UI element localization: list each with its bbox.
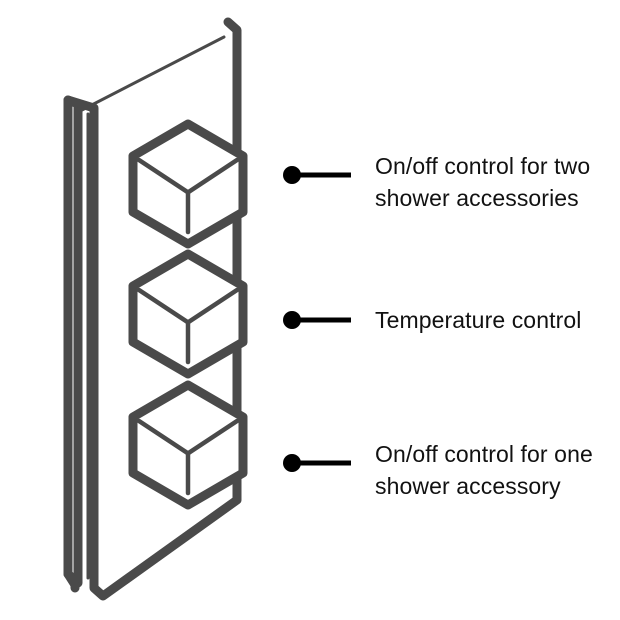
callout-label-text: On/off control for two [375,153,590,179]
callout-bullet-dot [283,166,301,184]
knob-cube-edge-line [136,287,191,325]
control-knobs-group [128,119,248,510]
knob-face-fill [133,124,243,244]
callout-labels-group: On/off control for two shower accessories… [283,153,593,499]
panel-outline [63,17,242,601]
callout: On/off control for two shower accessories [283,153,590,211]
control-knob[interactable] [128,380,248,510]
knob-cube-edge-line [185,287,240,325]
knob-cube-edge-line [136,157,191,195]
control-knob[interactable] [128,249,248,379]
control-knob[interactable] [128,119,248,249]
callout: Temperature control [283,307,581,333]
knob-cube-edge-line [185,418,240,456]
knob-hexagon-outline [128,249,248,379]
panel-inner-top-edge-line [80,35,226,112]
callout-bullet-dot [283,311,301,329]
knob-hexagon-outline [128,119,248,249]
callout-label-text: On/off control for one [375,441,593,467]
knob-hexagon-outline [128,380,248,510]
knob-cube-edge-line [185,157,240,195]
callout-bullet-dot [283,454,301,472]
callout-label-text: Temperature control [375,307,581,333]
callout-label-text: shower accessories [375,185,579,211]
knob-face-fill [133,385,243,505]
knob-cube-edge-line [136,418,191,456]
callout-label-text: shower accessory [375,473,561,499]
knob-face-fill [133,254,243,374]
callout: On/off control for one shower accessory [283,441,593,499]
